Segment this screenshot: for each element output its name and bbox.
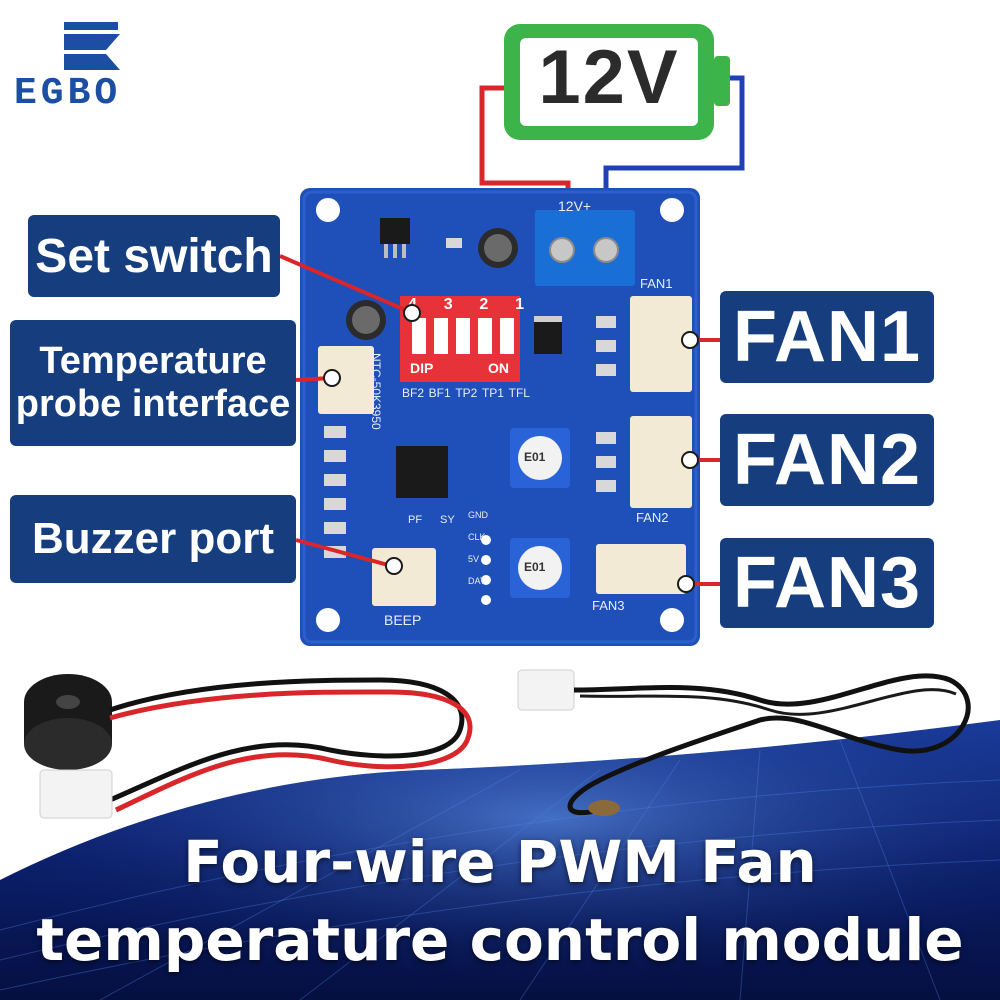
temperature-probe-label-line2: probe interface — [15, 383, 291, 425]
fan1-callout: FAN1 — [720, 291, 934, 383]
fan3-callout: FAN3 — [720, 538, 934, 628]
pot2-label: E01 — [524, 560, 546, 574]
fan2-callout: FAN2 — [720, 414, 934, 506]
accessories-graphic — [24, 669, 971, 819]
fan2-silk: FAN2 — [636, 510, 669, 525]
power-label: 12V — [538, 35, 680, 120]
on-label: ON — [488, 360, 509, 376]
dip-function-tp1: TP1 — [481, 386, 504, 400]
dip-function-tfl: TFL — [508, 386, 530, 400]
caption-line2: temperature control module — [36, 906, 964, 974]
dip-functions: BF2 BF1 TP2 TP1 TFL — [402, 386, 530, 400]
pin-dat: DAT — [468, 576, 486, 586]
battery-icon — [479, 24, 745, 198]
dip-function-bf1: BF1 — [428, 386, 451, 400]
fan2-label: FAN2 — [732, 420, 922, 500]
buzzer-port-label: Buzzer port — [32, 514, 274, 563]
pin-5v: 5V — [468, 554, 480, 564]
fan3-label: FAN3 — [732, 543, 922, 623]
brand-name: EGBO — [14, 72, 122, 115]
temperature-probe-label-line1: Temperature — [39, 340, 267, 383]
dip-number-1: 1 — [515, 296, 524, 313]
sy-silk: SY — [440, 514, 455, 526]
caption-line1: Four-wire PWM Fan — [183, 828, 817, 896]
buzzer-port-callout: Buzzer port — [10, 495, 296, 583]
dip-function-tp2: TP2 — [455, 386, 478, 400]
terminal-silk: 12V+ — [558, 198, 592, 214]
dip-number-3: 3 — [443, 296, 453, 313]
pot1-label: E01 — [524, 450, 546, 464]
pf-silk: PF — [408, 514, 423, 526]
pcb-board — [300, 188, 700, 646]
header-pins: GND CLK 5V DAT — [468, 510, 488, 598]
brand-logo-icon — [64, 22, 120, 70]
dip-function-bf2: BF2 — [402, 386, 425, 400]
pin-clk: CLK — [468, 532, 486, 542]
temperature-probe-callout: Temperature probe interface — [10, 320, 296, 446]
set-switch-callout: Set switch — [28, 215, 280, 297]
dip-number-2: 2 — [479, 296, 489, 313]
fan1-silk: FAN1 — [640, 276, 673, 291]
fan1-label: FAN1 — [732, 297, 922, 377]
set-switch-label: Set switch — [35, 229, 273, 283]
beep-silk: BEEP — [384, 612, 422, 628]
pin-gnd: GND — [468, 510, 488, 520]
buzzer-icon — [24, 674, 112, 770]
dip-label: DIP — [410, 360, 434, 376]
fan3-silk: FAN3 — [592, 598, 625, 613]
